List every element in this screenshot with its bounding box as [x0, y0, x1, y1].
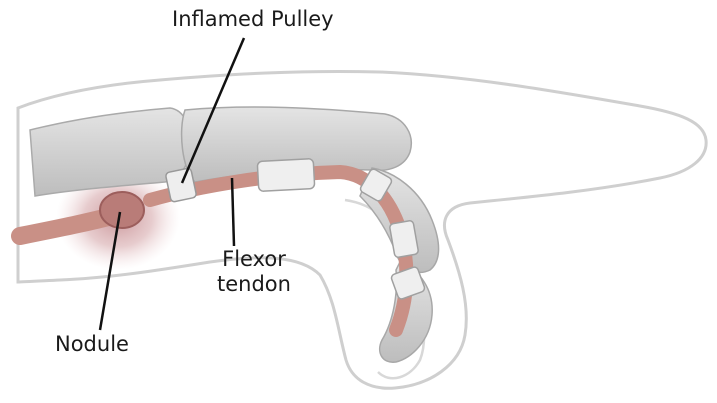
inflamed-pulley-label: Inflamed Pulley [172, 7, 334, 32]
flexor-label-line-2: tendon [217, 272, 291, 297]
nodule [100, 192, 144, 228]
pulley-band-a2 [257, 159, 314, 192]
nodule-label: Nodule [55, 332, 129, 357]
flexor-label-line-1: Flexor [217, 247, 291, 272]
flexor-tendon-label: Flexor tendon [217, 247, 291, 297]
pulley-band-a4 [389, 220, 419, 258]
inflamed-pulley-band [165, 168, 197, 203]
